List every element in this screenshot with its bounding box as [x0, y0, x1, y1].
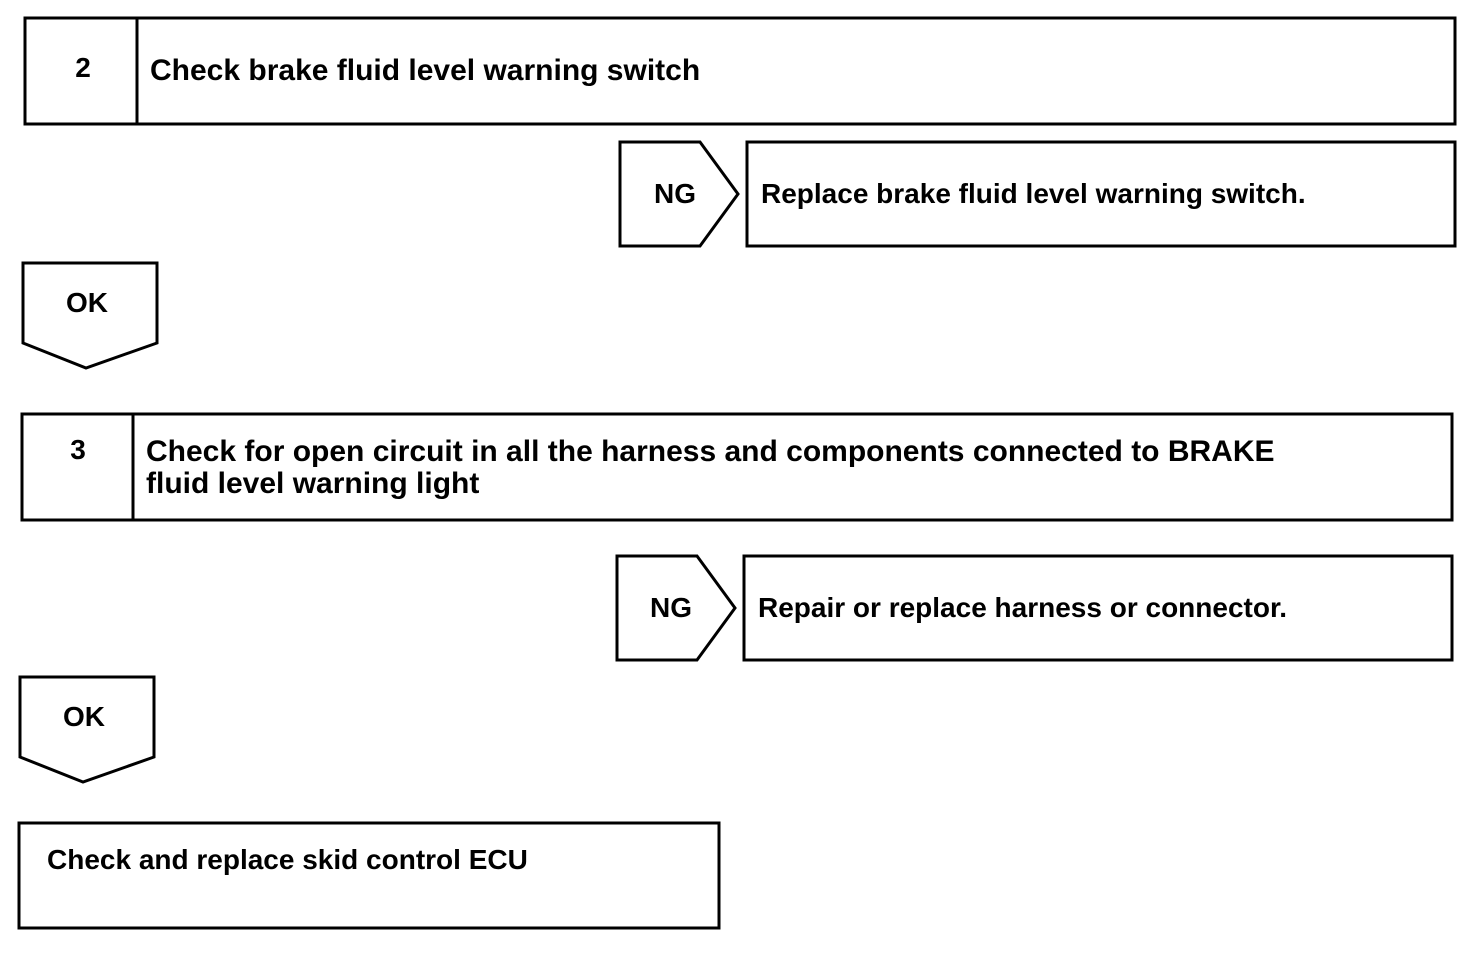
step-2-title: Check brake fluid level warning switch [150, 54, 701, 87]
step-2-ng-action: Replace brake fluid level warning switch… [761, 178, 1306, 209]
step-2-ng-result-box [745, 140, 1457, 248]
step-3-ok-label: OK [63, 701, 105, 732]
final-box [17, 821, 721, 930]
step-2-ng-label: NG [654, 178, 696, 209]
step-3-box [20, 412, 1454, 522]
step-3-ng-label: NG [650, 592, 692, 623]
step-3-ng-result-box [742, 554, 1454, 662]
step-2-number: 2 [75, 52, 91, 83]
step-2-ng-arrow [618, 140, 740, 248]
step-3-number: 3 [70, 434, 86, 465]
step-3-ng-arrow [615, 554, 737, 662]
step-3-title-line-2: fluid level warning light [146, 467, 480, 500]
step-3-title-line-1: Check for open circuit in all the harnes… [146, 435, 1275, 468]
step-2-box [23, 16, 1457, 126]
step-3-ok-arrow [18, 675, 156, 784]
step-2-ok-arrow [21, 261, 159, 370]
step-3-ng-action: Repair or replace harness or connector. [758, 592, 1288, 623]
final-action-text: Check and replace skid control ECU [47, 844, 528, 875]
step-2-ok-label: OK [66, 287, 108, 318]
